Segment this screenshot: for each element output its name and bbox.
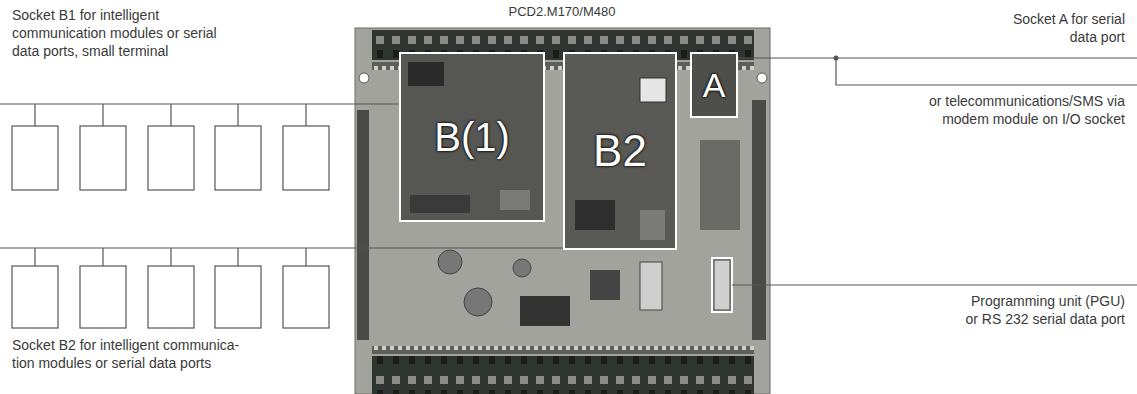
mounting-hole (359, 73, 369, 83)
callout-label: Socket B1 for intelligent communication … (12, 7, 217, 59)
stub-line (305, 104, 306, 126)
pgu-outline (712, 258, 732, 312)
module-box (148, 126, 194, 190)
component (700, 140, 740, 230)
socket-label: A (703, 68, 726, 102)
socket-label: B2 (593, 129, 647, 173)
callout-text: Socket B1 for intelligent communication … (12, 6, 232, 60)
module-box (215, 126, 261, 190)
junction-dot (834, 56, 839, 61)
callout-label: or telecommunications/SMS via modem modu… (929, 93, 1125, 127)
component (640, 210, 665, 240)
stub-line (305, 248, 306, 266)
stub-line (237, 248, 238, 266)
chip (520, 296, 570, 326)
stub-line (170, 104, 171, 126)
side-connector (357, 110, 369, 340)
socket-a-area (692, 54, 736, 116)
socket-box: A (690, 52, 738, 118)
chip (408, 62, 444, 86)
callout-text: or telecommunications/SMS via modem modu… (915, 92, 1125, 128)
socket-label: B(1) (434, 117, 510, 157)
capacitor (464, 288, 492, 316)
diagram-title: PCD2.M170/M480 (509, 4, 616, 20)
bus-line (0, 103, 399, 104)
bus-line (0, 247, 563, 248)
network-jack (640, 78, 666, 102)
stub-line (34, 248, 35, 266)
module-box (215, 266, 261, 328)
module-b2 (565, 54, 675, 248)
capacitor (513, 259, 531, 277)
leader-line (732, 284, 1137, 285)
stub-line (102, 104, 103, 126)
stub-line (102, 248, 103, 266)
component (500, 190, 530, 210)
callout-text: Programming unit (PGU) or RS 232 serial … (961, 292, 1125, 328)
circuit-board (355, 28, 770, 394)
callout-text: Socket B2 for intelligent communica- tio… (12, 336, 252, 372)
mounting-hole (757, 73, 767, 83)
callout-label: Socket A for serial data port (1013, 11, 1125, 45)
module-b1 (401, 54, 543, 220)
stub-line (170, 248, 171, 266)
callout-text: Socket A for serial data port (990, 10, 1125, 46)
dsub-connector (640, 262, 662, 310)
chip (410, 195, 470, 213)
side-connector (752, 100, 766, 340)
socket-box: B2 (563, 52, 677, 250)
pin-row (372, 346, 754, 354)
module-box (12, 266, 58, 328)
module-box (12, 126, 58, 190)
module-box (80, 126, 126, 190)
leader-line (738, 57, 1137, 58)
dsub-connector (714, 260, 730, 310)
stub-line (34, 104, 35, 126)
terminal-strip (372, 356, 754, 394)
module-box (283, 126, 329, 190)
callout-label: Programming unit (PGU) or RS 232 serial … (965, 293, 1125, 327)
chip (590, 270, 620, 300)
stub-line (237, 104, 238, 126)
module-box (80, 266, 126, 328)
title-text: PCD2.M170/M480 (509, 4, 616, 19)
chip (575, 200, 615, 230)
module-box (283, 266, 329, 328)
capacitor (438, 250, 462, 274)
module-box (148, 266, 194, 328)
leader-line (836, 58, 1137, 85)
socket-box: B(1) (399, 52, 545, 222)
callout-label: Socket B2 for intelligent communica- tio… (12, 337, 239, 371)
